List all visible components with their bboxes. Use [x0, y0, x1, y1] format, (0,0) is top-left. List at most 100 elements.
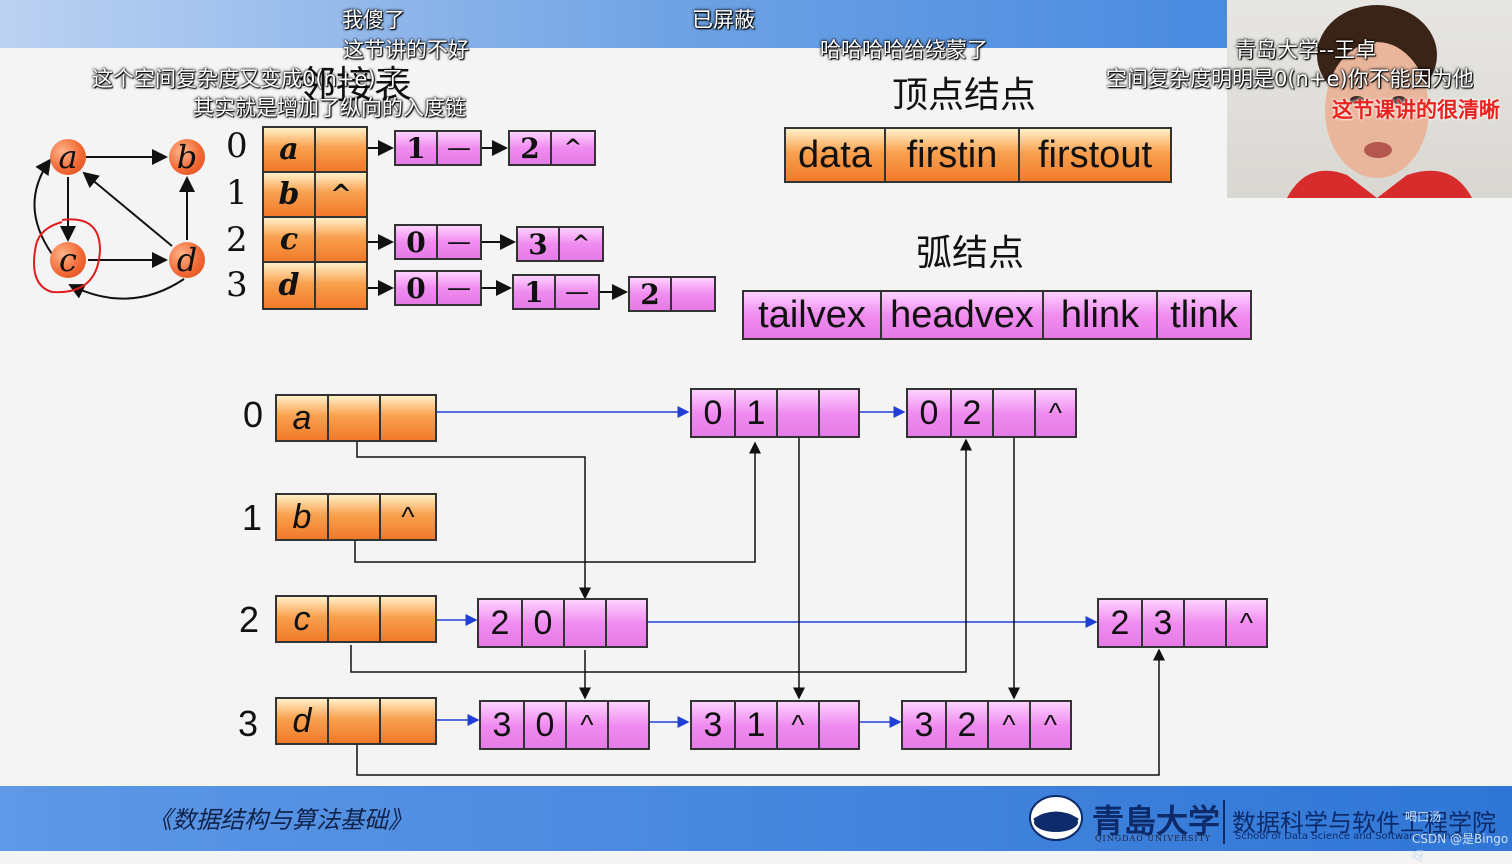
cross-vertex-b: b — [275, 493, 329, 541]
arc-headvex: 1 — [734, 388, 778, 438]
cross-index-0: 0 — [243, 394, 264, 435]
arc-hlink: ^ — [776, 700, 820, 750]
adj-arc-next: — — [436, 270, 482, 306]
cross-firstin-cell — [327, 394, 381, 442]
arc-node-structure: tailvex headvex hlink tlink — [742, 290, 1252, 340]
adj-vertex-c: c — [262, 216, 316, 263]
cross-vertex-a: a — [275, 394, 329, 442]
field-data: data — [786, 129, 886, 181]
adj-index-1: 1 — [226, 173, 248, 213]
danmaku-comment: 这个空间复杂度又变成0(n+e) 了 — [92, 67, 404, 91]
arc-tlink: ^ — [1225, 598, 1268, 648]
arc-hlink: ^ — [565, 700, 609, 750]
danmaku-comment: 青岛大学--王卓 — [1235, 38, 1377, 62]
cross-index-1: 1 — [242, 497, 263, 538]
adj-vertex-b: b — [262, 171, 316, 218]
arc-hlink — [776, 388, 820, 438]
arc-tailvex: 3 — [901, 700, 947, 750]
college-name-en: School of Data Science and Software Engi… — [1235, 831, 1483, 842]
adj-arc-node: 0 — [394, 270, 438, 306]
arc-tlink: ^ — [1034, 388, 1077, 438]
watermark-text: 喝口汤 — [1405, 810, 1442, 824]
danmaku-comment: 这节讲的不好 — [343, 38, 469, 62]
adj-arc-node: 1 — [512, 274, 556, 310]
arc-tlink — [607, 700, 650, 750]
adj-arc-next: — — [436, 224, 482, 260]
university-name-en: QINGDAO UNIVERSITY — [1095, 834, 1212, 843]
arc-hlink: ^ — [987, 700, 1031, 750]
edge-d-a — [82, 171, 173, 247]
arc-tailvex: 3 — [479, 700, 525, 750]
cross-firstin-cell — [327, 697, 381, 745]
adj-arc-next: — — [436, 130, 482, 166]
arc-tlink: ^ — [1029, 700, 1072, 750]
adj-pointer-cell — [314, 216, 368, 263]
field-headvex: headvex — [882, 292, 1044, 338]
arc-tailvex: 2 — [477, 598, 523, 648]
vertex-d: d — [169, 241, 205, 279]
adj-arc-next: — — [554, 274, 600, 310]
field-firstin: firstin — [886, 129, 1020, 181]
edge-c-a — [33, 158, 53, 255]
university-name: 青島大学 — [1092, 802, 1221, 840]
adj-arc-null: ^ — [558, 226, 604, 262]
field-hlink: hlink — [1044, 292, 1158, 338]
field-firstout: firstout — [1037, 133, 1153, 176]
adj-pointer-cell — [314, 126, 368, 173]
university-logo — [1029, 795, 1083, 841]
presenter-camera — [1227, 0, 1512, 198]
arc-tlink — [605, 598, 648, 648]
arc-tailvex: 3 — [690, 700, 736, 750]
adj-null-cell: ^ — [314, 171, 368, 218]
adj-arc-node: 1 — [394, 130, 438, 166]
danmaku-comment: 空间复杂度明明是0(n+e)你不能因为他 — [1106, 67, 1474, 91]
adj-arc-empty — [670, 276, 716, 312]
arc-headvex: 3 — [1141, 598, 1185, 648]
arc-tailvex: 0 — [906, 388, 952, 438]
cross-firstin-cell — [327, 493, 381, 541]
danmaku-comment: 已屏蔽 — [692, 8, 755, 32]
cross-index-2: 2 — [239, 599, 260, 640]
adj-pointer-cell — [314, 261, 368, 310]
field-tailvex: tailvex — [744, 292, 882, 338]
arc-tlink — [818, 388, 860, 438]
arc-tlink — [818, 700, 860, 750]
cross-vertex-c: c — [275, 595, 329, 643]
danmaku-comment: 我傻了 — [342, 8, 405, 32]
cross-vertex-d: d — [275, 697, 329, 745]
book-title: 《数据结构与算法基础》 — [148, 806, 412, 834]
arc-tailvex: 0 — [690, 388, 736, 438]
adj-arc-node: 0 — [394, 224, 438, 260]
adj-arc-node: 2 — [628, 276, 672, 312]
arc-hlink — [992, 388, 1036, 438]
adj-index-3: 3 — [226, 265, 248, 305]
arc-headvex: 2 — [950, 388, 994, 438]
footer-divider — [1223, 800, 1225, 844]
danmaku-comment: 哈哈哈哈给绕蒙了 — [820, 38, 988, 62]
arc-hlink — [1183, 598, 1227, 648]
arc-headvex: 1 — [734, 700, 778, 750]
adj-vertex-a: a — [262, 126, 316, 173]
arc-hlink — [563, 598, 607, 648]
danmaku-comment: 这节课讲的很清晰 — [1332, 98, 1500, 122]
cross-firstout-null: ^ — [379, 493, 437, 541]
cross-firstin-cell — [327, 595, 381, 643]
arc-headvex: 2 — [945, 700, 989, 750]
cross-index-3: 3 — [238, 703, 259, 744]
vertex-c: c — [50, 241, 86, 279]
arc-headvex: 0 — [523, 700, 567, 750]
adj-arc-null: ^ — [550, 130, 596, 166]
vertex-node-heading: 顶点结点 — [892, 75, 1037, 116]
adj-index-2: 2 — [226, 220, 248, 260]
cross-firstout-cell — [379, 595, 437, 643]
vertex-a: a — [50, 138, 86, 176]
red-circle-annotation — [33, 218, 102, 294]
arc-headvex: 0 — [521, 598, 565, 648]
slide-footer-bar — [0, 786, 1512, 851]
vertex-b: b — [169, 138, 205, 176]
arc-tailvex: 2 — [1097, 598, 1143, 648]
adj-arc-node: 2 — [508, 130, 552, 166]
arc-node-heading: 弧结点 — [916, 233, 1025, 274]
college-name: 数据科学与软件工程学院 — [1232, 809, 1496, 837]
adj-vertex-d: d — [262, 261, 316, 310]
